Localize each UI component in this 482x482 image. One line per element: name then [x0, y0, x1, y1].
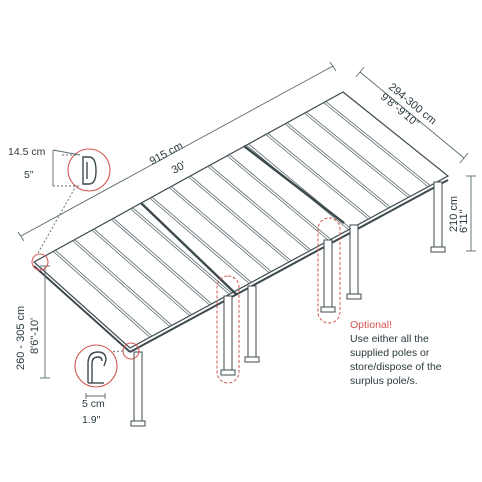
post-front: [133, 351, 143, 425]
roof-rib: [132, 207, 232, 294]
post-cm: 5 cm: [82, 398, 105, 410]
side-gutter: [129, 179, 449, 353]
front-gutter: [33, 265, 131, 353]
post-5: [349, 224, 359, 298]
roof-rib: [325, 101, 431, 186]
note-line-3: store/dispose of the: [350, 361, 442, 373]
back-height-cm: 210 cm: [448, 196, 460, 232]
wall-bracket-icon: [82, 156, 97, 185]
post-4-base: [320, 306, 336, 313]
post-3-base: [244, 356, 260, 363]
optional-pole-markers: [216, 217, 341, 384]
roof-rib: [93, 228, 193, 315]
gutter-post-icon: [87, 351, 107, 384]
roof-rib: [207, 166, 310, 252]
note-title: Optional!: [350, 319, 392, 331]
front-height-dimension: [40, 265, 50, 379]
post-3: [247, 285, 257, 361]
front-height-ft: 8'6"-10': [29, 318, 41, 354]
roof-rib: [287, 122, 391, 208]
post-in: 1.9": [82, 414, 101, 426]
roof-rib: [267, 133, 371, 219]
post-5-base: [346, 293, 362, 300]
back-height-ft: 6'11": [458, 209, 470, 233]
roof-rib: [226, 155, 330, 241]
optional-pole-marker-1: [216, 275, 240, 384]
length-dimension: [17, 61, 337, 242]
roof-rib: [149, 197, 250, 284]
roof-rib: [284, 123, 389, 209]
roof-rib: [265, 134, 369, 220]
roof-outline: [32, 91, 450, 349]
roof-rib: [304, 112, 409, 198]
optional-note: Optional! Use either all the supplied po…: [350, 319, 442, 387]
roof-rib: [229, 154, 332, 240]
roof-rib: [209, 164, 312, 251]
roof-rib: [113, 218, 212, 305]
roof-beam-1: [140, 202, 238, 296]
corner-detail-back: [31, 253, 49, 271]
post-back-base: [430, 246, 446, 253]
roof-rib: [171, 186, 272, 272]
roof-rib: [72, 240, 171, 327]
note-line-4: surplus pole/s.: [350, 375, 418, 387]
roof-rib: [306, 111, 411, 197]
roof-rib: [130, 208, 230, 295]
post-back: [433, 181, 443, 251]
note-line-2: supplied poles or: [350, 347, 430, 359]
support-posts: [130, 181, 446, 427]
roof-rib: [151, 196, 252, 283]
back-height-dimension: [466, 175, 476, 252]
post-front-base: [130, 420, 146, 427]
bracket-cm: 14.5 cm: [8, 146, 46, 158]
roof-rib: [110, 219, 210, 306]
roof-rib: [91, 229, 190, 317]
roof-rib: [168, 187, 270, 274]
post-4: [323, 239, 333, 311]
detail-leader-1: [37, 185, 77, 254]
detail-leader-2: [103, 350, 124, 353]
post-detail: 5 cm 1.9": [74, 344, 118, 426]
length-ft: 30': [170, 159, 188, 176]
roof-rib: [188, 176, 290, 263]
post-2-base: [220, 369, 236, 376]
roof-rib: [74, 239, 173, 326]
roof-rib: [190, 175, 292, 262]
roof-rib: [323, 102, 429, 188]
post-2: [223, 295, 233, 374]
bracket-in: 5": [24, 169, 34, 181]
roof-panels: [32, 91, 450, 353]
front-height-cm: 260 - 305 cm: [15, 306, 27, 370]
roof-rib: [55, 249, 153, 337]
optional-pole-marker-2: [317, 217, 341, 324]
roof-rib: [53, 251, 151, 338]
note-line-1: Use either all the: [350, 333, 429, 345]
roof-beam-2: [243, 145, 345, 224]
bracket-detail: 14.5 cm 5": [8, 146, 111, 192]
depth-dimension: [355, 66, 469, 164]
roof-ribs: [53, 101, 431, 338]
